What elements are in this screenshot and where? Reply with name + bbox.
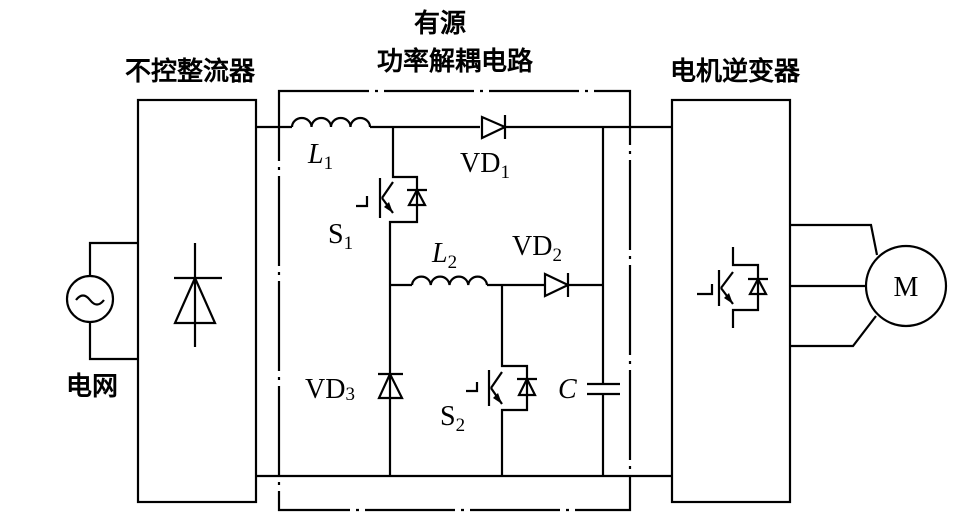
capacitor-icon (587, 127, 620, 476)
decoupling-title-1: 有源 (414, 9, 466, 39)
vd3-label: VD3 (305, 374, 355, 405)
motor-wires (790, 223, 879, 348)
s1-label: S1 (328, 219, 353, 254)
inverter-title: 电机逆变器 (670, 56, 801, 87)
diode-icon (173, 243, 222, 347)
igbt-s1-icon (356, 127, 427, 285)
c-label: C (558, 374, 577, 405)
motor-label: M (894, 272, 919, 303)
l1-label: L1 (307, 139, 333, 174)
motor-icon (864, 244, 948, 328)
vd2-label: VD2 (512, 231, 562, 266)
s2-label: S2 (440, 401, 465, 436)
diode-vd3-icon (377, 285, 404, 476)
inverter-block (670, 98, 792, 504)
igbt-icon (697, 247, 768, 328)
igbt-s2-icon (466, 285, 537, 476)
diode-vd2-icon (543, 272, 571, 298)
rectifier-title: 不控整流器 (125, 56, 256, 87)
grid-label: 电网 (66, 372, 118, 402)
diode-vd1-icon (480, 115, 508, 140)
inductor-l1-icon (290, 116, 372, 128)
ac-source-icon (65, 241, 138, 361)
decoupling-title-2: 功率解耦电路 (377, 46, 534, 77)
rectifier-block (136, 98, 258, 504)
decoupling-boundary (277, 89, 632, 512)
vd1-label: VD1 (460, 148, 510, 183)
l2-label: L2 (431, 238, 457, 273)
inductor-l2-icon (410, 275, 489, 286)
